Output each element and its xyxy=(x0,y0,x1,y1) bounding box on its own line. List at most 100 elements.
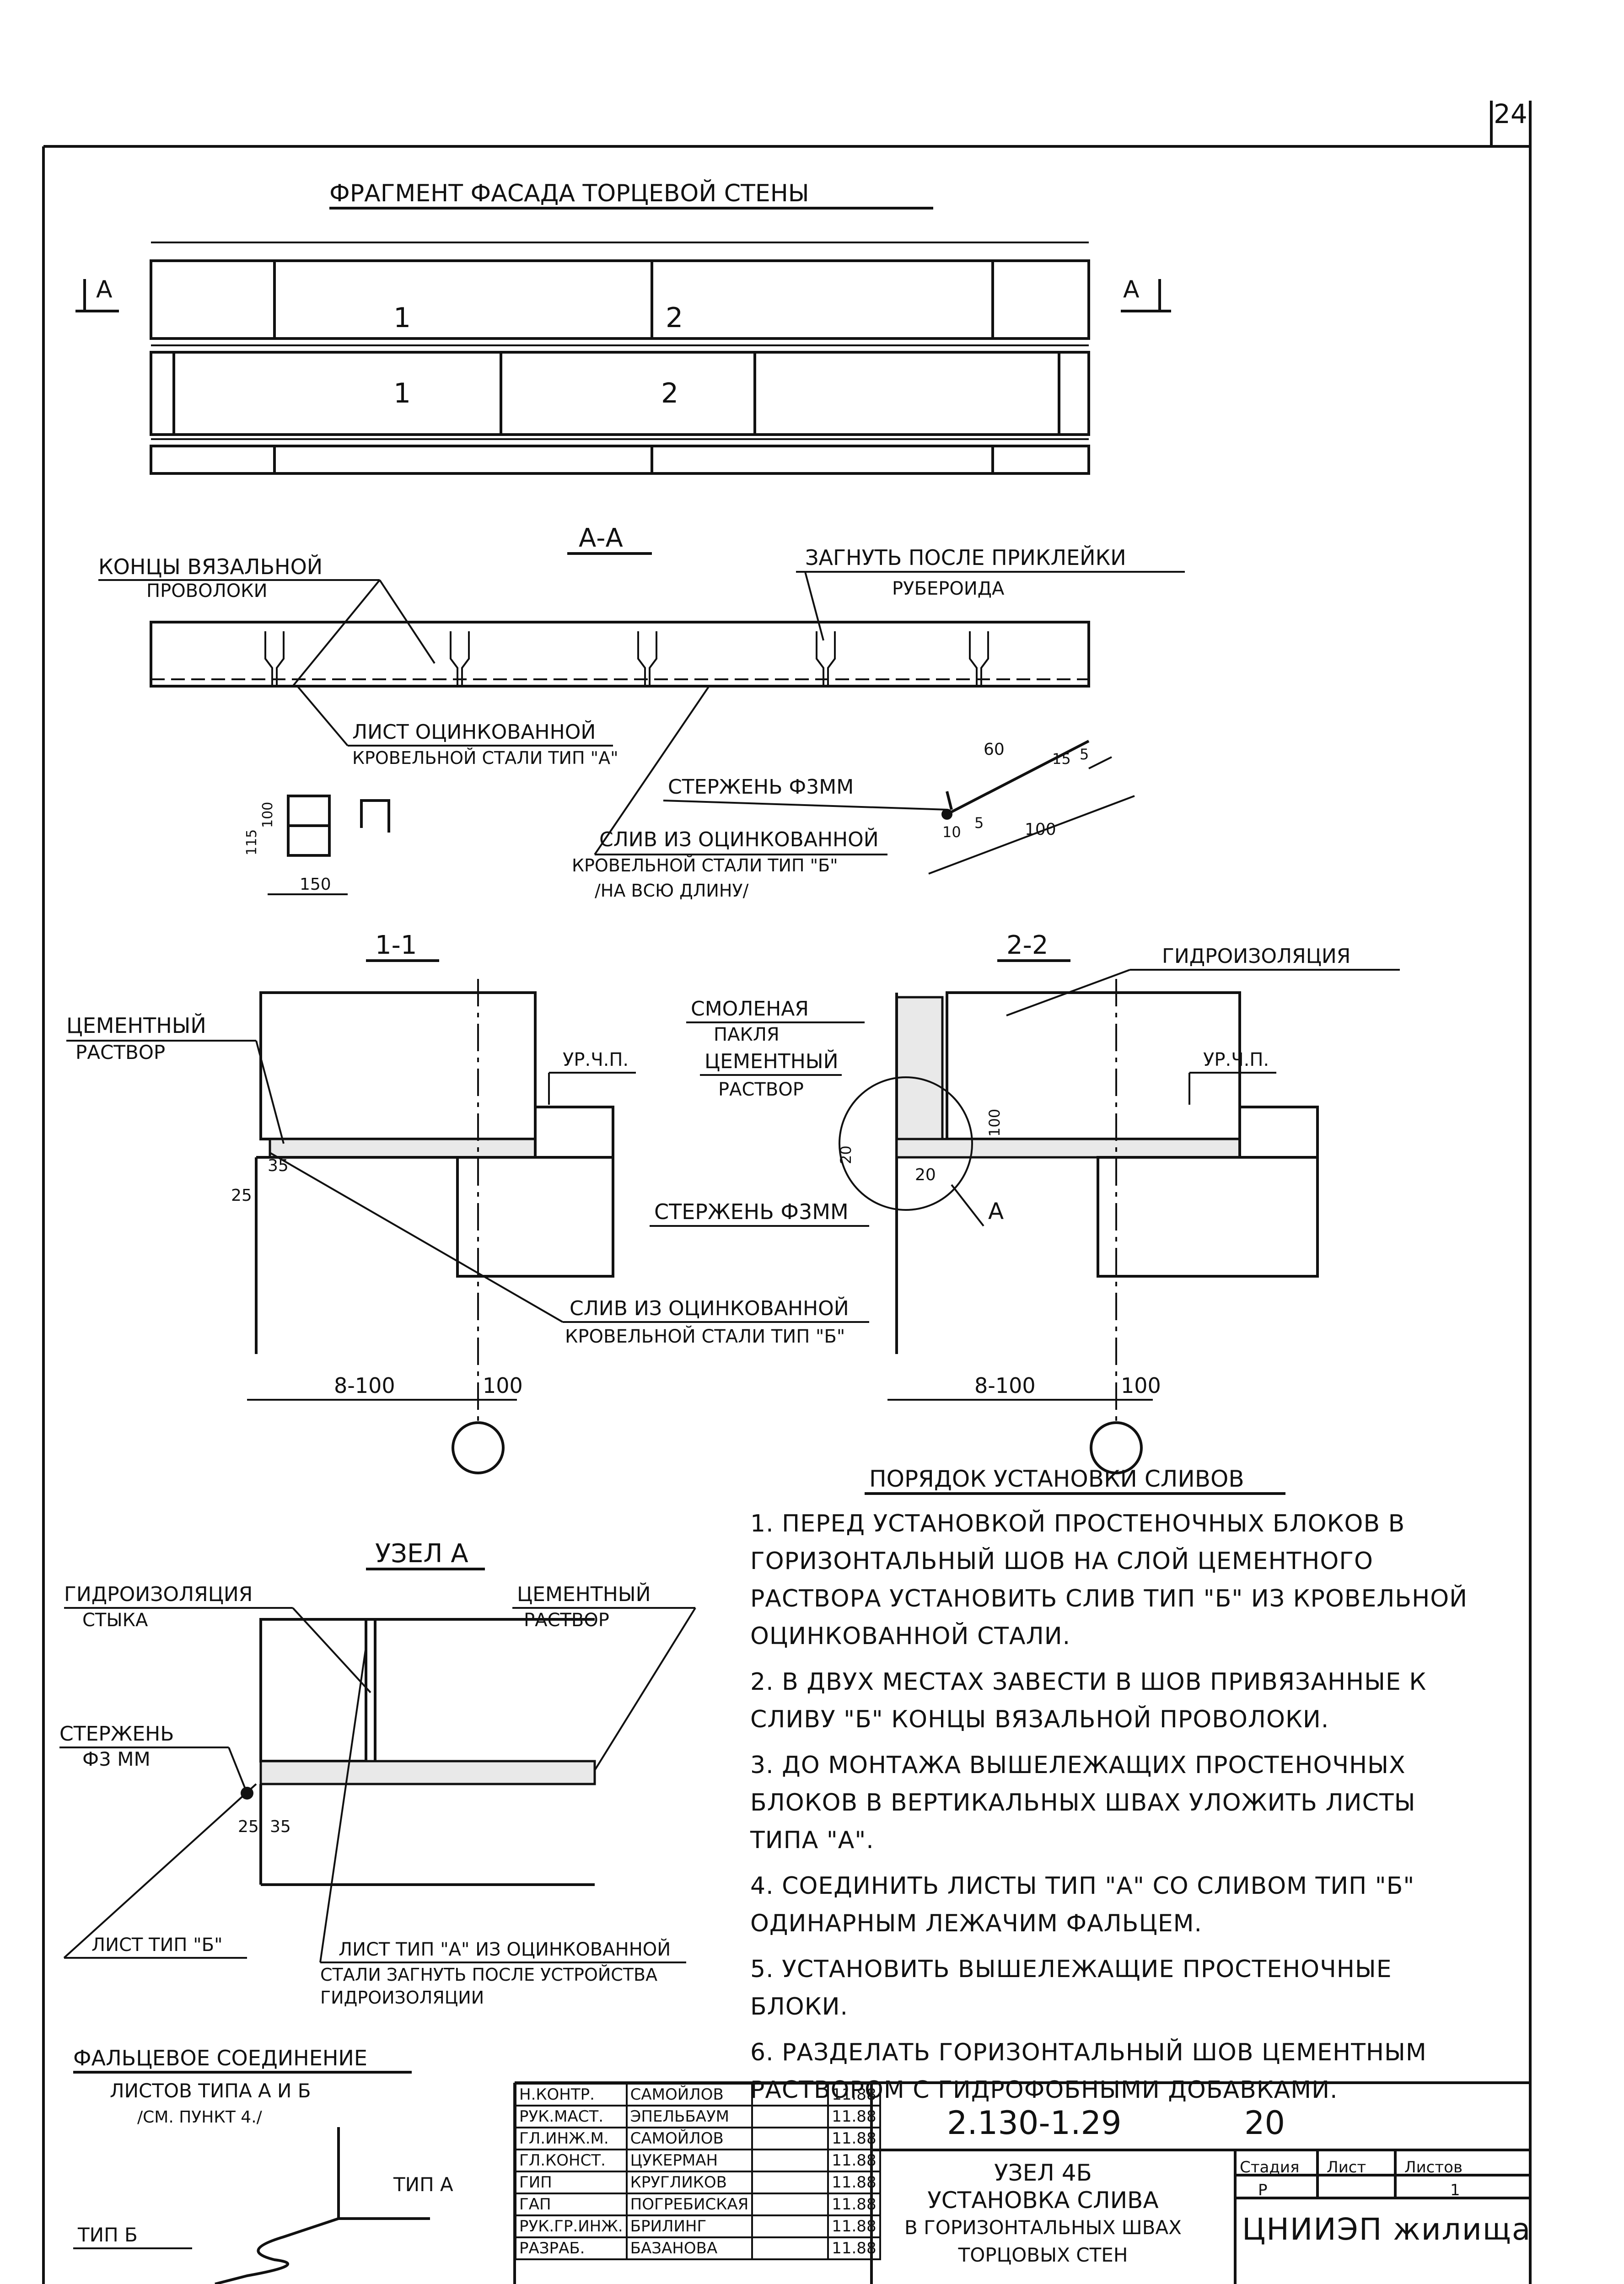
title-block-signatures: Н.контр.Самойлов 11.88 Рук.маст.Эпельбаум… xyxy=(515,2083,881,2260)
dim-label: 100 xyxy=(260,802,276,828)
cut-mark-left: А xyxy=(96,276,113,303)
drawing-title: Узел 4б Установка слива в горизонтальных… xyxy=(874,2159,1212,2269)
type-b-label: тип Б xyxy=(77,2224,138,2246)
profile-dim: 60 xyxy=(984,740,1005,759)
stage-header-cell: Стадия xyxy=(1240,2158,1300,2177)
dim-label: 115 xyxy=(244,829,260,855)
signature-row: Гл.конст.Цукерман 11.88 xyxy=(515,2149,881,2172)
role-cell: ГАП xyxy=(515,2193,628,2216)
date-cell: 11.88 xyxy=(827,2171,881,2194)
mortar-label: Цементный xyxy=(704,1049,839,1073)
title-line: торцовых стен xyxy=(958,2244,1128,2266)
role-cell: Н.контр. xyxy=(515,2083,628,2107)
name-cell: Погребиская xyxy=(625,2193,753,2216)
dim-label: 20 xyxy=(837,1145,855,1164)
note-item: 1. Перед установкой простеночных блоков … xyxy=(750,1510,1468,1650)
role-cell: Рук.гр.инж. xyxy=(515,2214,628,2238)
mortar-label: Цементный xyxy=(66,1013,206,1038)
tarred-tow-label: Смоленая xyxy=(691,997,809,1021)
seam-subtitle: листов типа А и Б xyxy=(110,2080,311,2102)
date-cell: 11.88 xyxy=(827,2214,881,2238)
waterproofing-label: Гидроизоляция xyxy=(1162,945,1350,968)
signature-row: Рук.гр.инж.Брилинг11.88 xyxy=(515,2214,881,2238)
organization: ЦНИИЭП жилища xyxy=(1242,2212,1532,2247)
rod-label-2: Ф3 мм xyxy=(82,1748,151,1770)
signature-cell xyxy=(751,2171,829,2194)
installation-notes: 1. Перед установкой простеночных блоков … xyxy=(750,1505,1491,2117)
level-label: ур.ч.п. xyxy=(563,1049,629,1070)
document-code: 2.130-1.29 xyxy=(947,2104,1122,2142)
dim-label: 25 xyxy=(238,1817,259,1836)
wire-ends-label-2: проволоки xyxy=(146,580,268,602)
signature-row: Гл.инж.м.Самойлов11.88 xyxy=(515,2127,881,2150)
sheet-a-label: Лист оцинкованной xyxy=(352,720,596,744)
joint-waterproofing-label-2: стыка xyxy=(82,1610,148,1631)
name-cell: Эпельбаум xyxy=(625,2105,753,2128)
flashing-label-2: кровельной стали тип "Б" xyxy=(565,1325,845,1347)
sheet-number: 24 xyxy=(1494,98,1527,129)
signature-cell xyxy=(751,2083,829,2107)
flashing-b-label: Слив из оцинкованной xyxy=(599,827,879,851)
signature-cell xyxy=(751,2193,829,2216)
sheet-frame xyxy=(42,101,1532,2284)
profile-dim: 5 xyxy=(1080,746,1089,763)
date-cell: 11.88 xyxy=(827,2083,881,2107)
sheet-a-label: Лист тип "А" из оцинкованной xyxy=(339,1938,671,1960)
dim-label: 150 xyxy=(300,875,331,894)
type-a-label: тип А xyxy=(393,2173,453,2196)
signature-cell xyxy=(751,2214,829,2238)
mortar-label: Цементный xyxy=(517,1582,651,1606)
profile-dim: 15 xyxy=(1052,750,1071,768)
dim-label: 25 xyxy=(231,1186,252,1205)
mortar-label-2: раствор xyxy=(524,1610,609,1631)
signature-row: Н.контр.Самойлов 11.88 xyxy=(515,2083,881,2107)
signature-cell xyxy=(751,2149,829,2172)
node-a: Узел А Гидроизоляция стыка Цементный рас… xyxy=(59,1539,696,2008)
rod-label: Стержень Ф3мм xyxy=(654,1199,849,1224)
rod-label: Стержень Ф3мм xyxy=(668,775,854,799)
dim-label: 100 xyxy=(483,1373,523,1398)
sheets-value: 1 xyxy=(1450,2181,1460,2199)
section-22: 2-2 Гидроизоляция Смоленая пакля Цементн… xyxy=(650,930,1400,1474)
section-11: 1-1 Цементный раствор ур.ч.п. 35 25 8-10… xyxy=(66,930,869,1474)
joint-waterproofing-label: Гидроизоляция xyxy=(64,1583,253,1606)
order-heading-group: Порядок установки сливов xyxy=(865,1466,1285,1495)
rod-label: Стержень xyxy=(59,1722,174,1746)
panel-mark: 1 xyxy=(393,302,411,334)
cut-mark-right: А xyxy=(1123,276,1140,303)
node-a-heading: Узел А xyxy=(375,1539,468,1569)
title-line: Узел 4б xyxy=(994,2160,1092,2186)
note-item: 2. В двух местах завести в шов привязанн… xyxy=(750,1668,1427,1733)
flashing-b-label-3: /на всю длину/ xyxy=(595,881,749,901)
role-cell: Гл.конст. xyxy=(515,2149,628,2172)
seam-subtitle-2: /см. пункт 4./ xyxy=(137,2108,263,2127)
panel-mark: 2 xyxy=(661,377,678,409)
order-heading: Порядок установки сливов xyxy=(869,1466,1244,1492)
seam-heading: Фальцевое соединение xyxy=(73,2046,367,2070)
role-cell: ГИП xyxy=(515,2171,628,2194)
dim-label: 100 xyxy=(986,1109,1003,1137)
date-cell: 11.88 xyxy=(827,2149,881,2172)
bend-after-label-2: рубероида xyxy=(892,578,1005,599)
profile-dim: 5 xyxy=(974,814,984,832)
name-cell: Цукерман xyxy=(625,2149,753,2172)
title-line: в горизонтальных швах xyxy=(904,2216,1182,2239)
name-cell: Базанова xyxy=(625,2236,753,2260)
bend-after-label: Загнуть после приклейки xyxy=(805,545,1126,570)
role-cell: Рук.маст. xyxy=(515,2105,628,2128)
signature-row: ГИПКругликов11.88 xyxy=(515,2171,881,2194)
dim-label: 20 xyxy=(915,1166,936,1184)
node-label: А xyxy=(988,1198,1004,1225)
stage-header-cell: Листов xyxy=(1404,2158,1463,2177)
signature-row: Разраб.Базанова11.88 xyxy=(515,2236,881,2260)
dim-label: 35 xyxy=(268,1156,289,1175)
facade-heading: Фрагмент фасада торцевой стены xyxy=(329,179,809,207)
role-cell: Гл.инж.м. xyxy=(515,2127,628,2150)
name-cell: Самойлов xyxy=(625,2083,753,2107)
flashing-b-label-2: кровельной стали тип "Б" xyxy=(572,855,838,876)
section-11-heading: 1-1 xyxy=(375,930,417,960)
date-cell: 11.88 xyxy=(827,2105,881,2128)
title-line: Установка слива xyxy=(927,2187,1159,2214)
level-label: ур.ч.п. xyxy=(1203,1049,1269,1070)
mortar-label-2: раствор xyxy=(75,1041,165,1064)
